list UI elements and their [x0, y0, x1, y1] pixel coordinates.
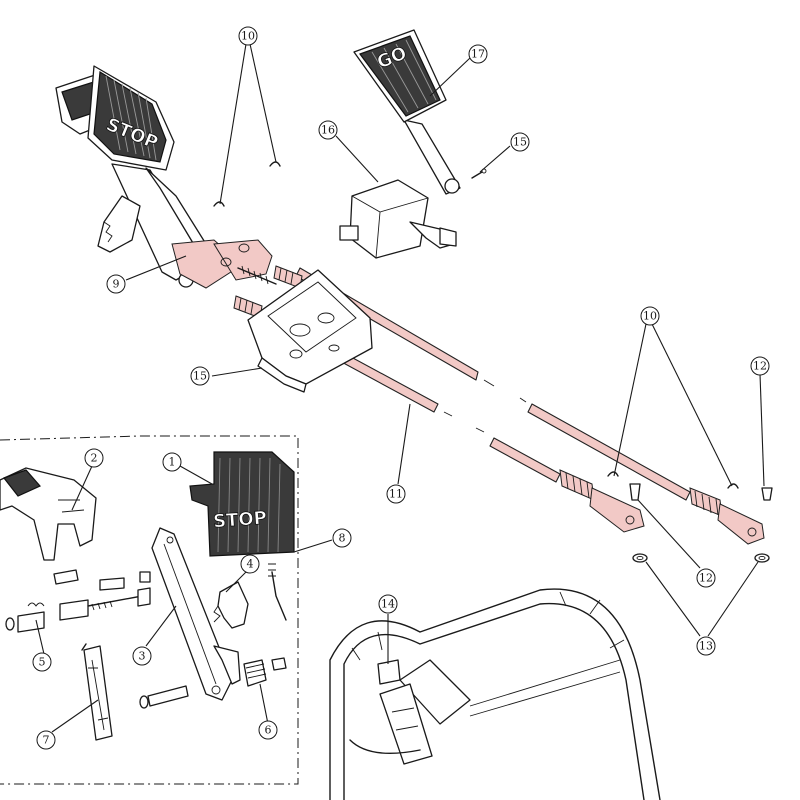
callout-7: 7: [36, 730, 56, 750]
svg-text:8: 8: [339, 532, 346, 545]
part-6-bracket: [213, 645, 287, 687]
part-1-stop-pad: STOP: [189, 451, 295, 557]
svg-text:17: 17: [471, 48, 485, 61]
svg-text:3: 3: [139, 650, 146, 663]
svg-text:9: 9: [113, 278, 120, 291]
long-bolt: [139, 685, 189, 709]
callout-6: 6: [258, 720, 278, 740]
callout-11: 11: [386, 484, 406, 504]
leader-lines: [35, 43, 765, 733]
circlips-upper: [213, 161, 281, 207]
svg-text:15: 15: [193, 370, 207, 383]
svg-text:7: 7: [43, 734, 50, 747]
callout-15-mid: 15: [190, 366, 210, 386]
brake-pedal-assembly: STOP: [55, 65, 277, 289]
callout-4: 4: [240, 554, 260, 574]
lower-right-hardware: [607, 471, 773, 563]
callout-8: 8: [332, 528, 352, 548]
callout-13: 13: [696, 636, 716, 656]
frame-install-view: [329, 588, 661, 800]
svg-text:14: 14: [381, 598, 395, 611]
svg-text:10: 10: [241, 30, 255, 43]
callout-10-right: 10: [640, 306, 660, 326]
callout-16: 16: [318, 120, 338, 140]
detail-stop-text: STOP: [212, 508, 267, 533]
callout-15-top: 15: [510, 132, 530, 152]
svg-text:1: 1: [169, 456, 176, 469]
part-3-pedal-arm: [151, 527, 233, 701]
accelerator-pedal: GO: [353, 29, 487, 195]
callout-12-bottom: 12: [696, 568, 716, 588]
switch-box: [339, 179, 457, 259]
part-4-ratchet: [213, 581, 249, 629]
callout-17: 17: [468, 44, 488, 64]
svg-text:11: 11: [389, 488, 403, 501]
svg-text:15: 15: [513, 136, 527, 149]
svg-text:12: 12: [699, 572, 713, 585]
svg-text:5: 5: [39, 656, 46, 669]
callout-10-top: 10: [238, 26, 258, 46]
callout-5: 5: [32, 652, 52, 672]
svg-text:16: 16: [321, 124, 335, 137]
svg-text:4: 4: [247, 558, 254, 571]
svg-text:2: 2: [91, 452, 98, 465]
part-2-bracket: [0, 467, 97, 561]
svg-text:13: 13: [699, 640, 713, 653]
svg-text:6: 6: [265, 724, 272, 737]
detail-frame-8: [0, 435, 299, 785]
svg-text:10: 10: [643, 310, 657, 323]
callout-12-top: 12: [750, 356, 770, 376]
callout-9: 9: [106, 274, 126, 294]
callout-2: 2: [84, 448, 104, 468]
callout-1: 1: [162, 452, 182, 472]
part-5-hardware: [5, 569, 151, 633]
callout-14: 14: [378, 594, 398, 614]
svg-text:12: 12: [753, 360, 767, 373]
spring-rod: [268, 563, 287, 621]
part-7-guide: [81, 643, 113, 741]
mounting-bracket: [247, 269, 373, 393]
callout-3: 3: [132, 646, 152, 666]
